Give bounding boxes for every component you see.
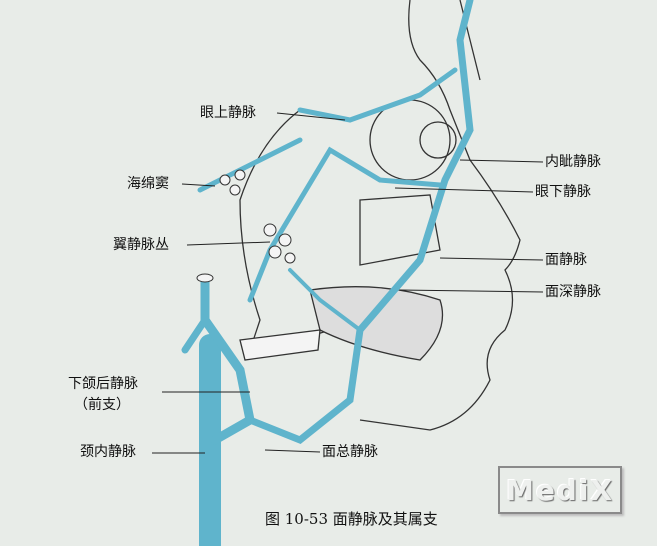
watermark-logo: MediX <box>498 466 622 514</box>
facial-vein <box>246 0 474 445</box>
label-retromandibular-vein: 下颌后静脉 <box>68 376 138 392</box>
label-superior-ophthalmic-vein: 眼上静脉 <box>200 105 256 121</box>
label-anterior-branch: （前支） <box>74 397 130 413</box>
leader-lines <box>152 112 544 454</box>
label-pterygoid-plexus: 翼静脉丛 <box>113 237 169 253</box>
veins <box>181 0 474 546</box>
label-facial-vein: 面静脉 <box>545 252 587 268</box>
label-common-facial-vein: 面总静脉 <box>322 444 378 460</box>
figure-caption: 图 10-53 面静脉及其属支 <box>265 510 438 528</box>
label-angular-vein: 内眦静脉 <box>545 154 601 170</box>
label-internal-jugular-vein: 颈内静脉 <box>80 444 136 460</box>
label-deep-facial-vein: 面深静脉 <box>545 284 601 300</box>
head-outline <box>239 0 521 431</box>
label-inferior-ophthalmic-vein: 眼下静脉 <box>535 184 591 200</box>
plexus <box>219 169 296 264</box>
label-cavernous-sinus: 海绵窦 <box>127 176 169 192</box>
